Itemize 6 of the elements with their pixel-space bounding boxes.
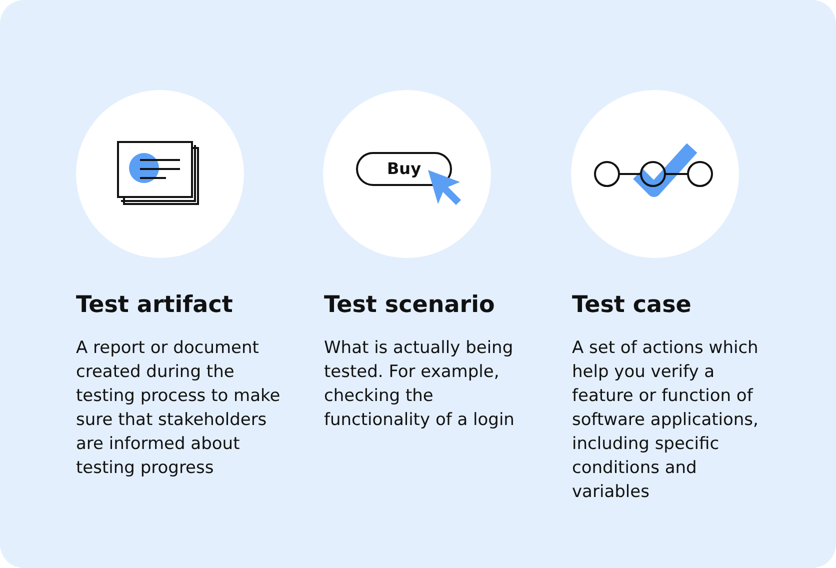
description-text: A set of actions which help you verify a feature or function of software applications, including specific conditions and variables (572, 337, 760, 504)
description-text: A report or document created during the testing process to make sure that stakeholders are informed about testing progress (76, 337, 281, 480)
heading: Test case (572, 292, 692, 318)
heading: Test scenario (324, 292, 496, 318)
description-text: What is actually being tested. For example, checking the functionality of a login (324, 337, 516, 432)
heading: Test artifact (76, 292, 234, 318)
